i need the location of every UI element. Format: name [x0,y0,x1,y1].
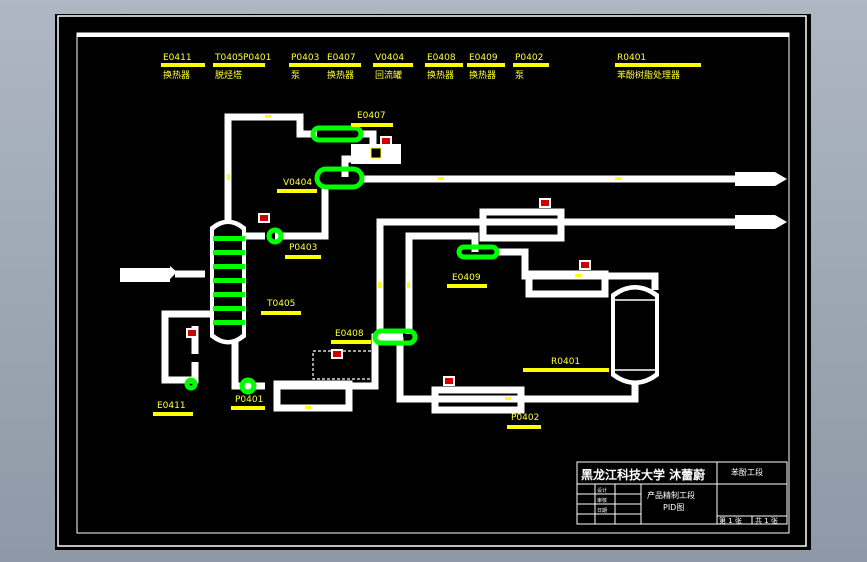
tag-p0401: P0401 [235,395,263,405]
instrument-tic-5 [539,198,551,208]
legend-bar-9 [615,63,701,67]
title-block [576,461,788,525]
inner-frame [76,32,790,534]
top-border-bar [77,33,789,37]
legend-name-4: 换热器 [327,69,354,81]
instrument-tic-7 [443,376,455,386]
legend-name-0: 换热器 [163,69,190,81]
column-t0405 [210,219,246,345]
title-small-label-1: 设计 [597,487,607,494]
title-section: 苯酚工段 [731,467,763,477]
exchanger-e0407 [310,125,364,143]
r0401-inlet-loop [525,270,609,298]
reboiler-loop [161,310,213,384]
title-subtitle: PID图 [663,503,684,512]
tag-p0402: P0402 [511,413,539,423]
legend-bar-2 [241,63,265,67]
legend-name-9: 苯酚树脂处理器 [617,69,680,81]
legend-code-5: V0404 [375,53,404,63]
e0408-bypass-loop [273,380,353,412]
legend-bar-1 [213,63,249,67]
legend-code-7: E0409 [469,53,498,63]
legend-name-8: 泵 [515,70,524,81]
pump-p0401 [239,377,257,395]
overhead-vapor-line [224,113,317,224]
legend-name-7: 换热器 [469,69,496,81]
legend-bar-0 [161,63,205,67]
title-small-label-3: 日期 [597,508,607,514]
legend-bar-7 [467,63,505,67]
instrument-loop [312,350,376,380]
outer-frame [57,15,807,547]
instrument-tic-3 [186,328,198,338]
legend-code-3: P0403 [291,53,319,63]
reflux-line [275,186,329,240]
legend-code-1: T0405 [214,53,243,63]
legend-bar-8 [513,63,549,67]
tag-r0401: R0401 [551,357,580,367]
title-sheet-number: 第 1 张 [719,516,742,525]
pump-p0403 [266,227,284,245]
distillate-outlet-arrow [735,172,787,186]
tag-e0409: E0409 [452,273,481,283]
legend-code-6: E0408 [427,53,456,63]
e0409-outlet-line [495,248,659,290]
equipment-tags: E0407 V0404 P0403 T0405 E0408 E0409 R040… [153,111,609,429]
vessel-r0401 [611,285,659,385]
upper-control-loop [479,208,565,242]
exchanger-e0411 [184,377,198,391]
drum-v0404 [314,166,365,190]
heat-exchangers [184,125,500,395]
feed-inlet-arrow [120,266,177,282]
instrument-tic-1 [380,136,392,146]
exchanger-e0409 [456,244,500,260]
tag-t0405: T0405 [266,299,295,309]
legend-code-4: E0407 [327,53,356,63]
tag-e0408: E0408 [335,329,364,339]
tag-p0403: P0403 [289,243,317,253]
tag-e0407: E0407 [357,111,386,121]
title-sheet-total: 共 1 张 [755,516,778,525]
tag-e0411: E0411 [157,401,186,411]
legend-bar-5 [373,63,413,67]
legend-name-3: 泵 [291,70,300,81]
second-product-line [376,218,735,337]
legend-bar-4 [325,63,361,67]
legend-name-5: 回流罐 [375,69,402,81]
legend-bar-3 [289,63,325,67]
legend-name-1: 脱烃塔 [215,69,242,81]
legend-name-6: 换热器 [427,69,454,81]
title-drawing: 产品精制工段 [647,490,695,500]
instrument-tic-4 [331,349,343,359]
legend-code-8: P0402 [515,53,543,63]
product-outlet-arrow [735,215,787,229]
instrument-tic-6 [579,260,591,270]
exchanger-e0408 [372,328,418,346]
instruments [186,136,591,386]
instrument-tic-2 [258,213,270,223]
p0402-loop [431,386,525,414]
legend-bar-6 [425,63,463,67]
legend-code-0: E0411 [163,53,192,63]
title-school-author: 黑龙江科技大学 沐蕾蔚 [581,467,705,482]
tag-v0404: V0404 [283,178,312,188]
title-small-label-2: 审核 [597,497,607,504]
legend-code-9: R0401 [617,53,646,63]
legend-code-2: P0401 [243,53,271,63]
